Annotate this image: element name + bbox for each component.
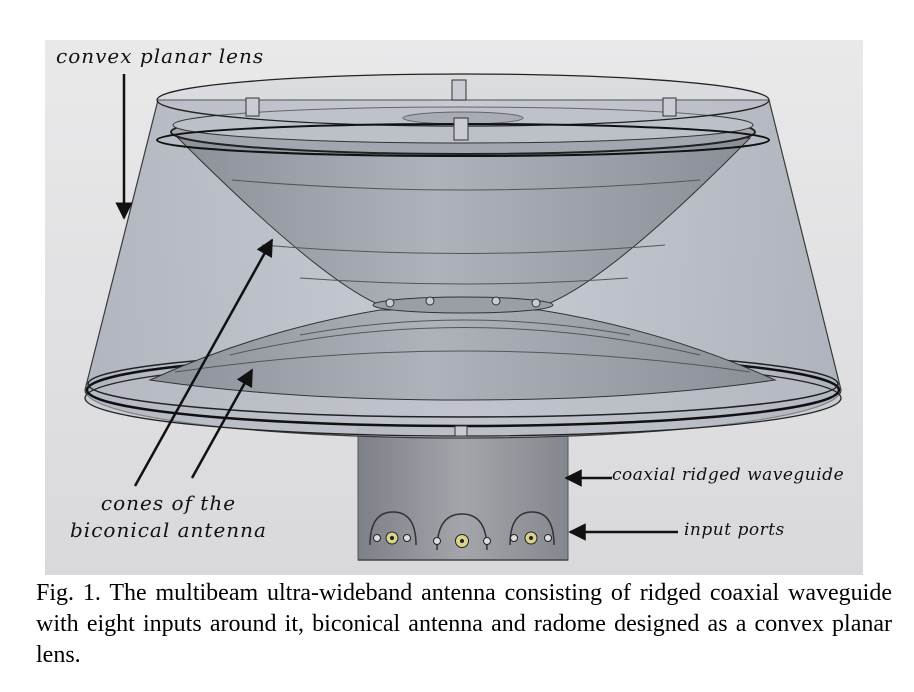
input-port-center xyxy=(433,513,491,551)
figure-caption: Fig. 1. The multibeam ultra-wideband ant… xyxy=(36,580,892,668)
support-pegs xyxy=(245,79,677,437)
label-cones: cones of the biconical antenna xyxy=(70,490,267,544)
label-cones-line2: biconical antenna xyxy=(70,518,267,542)
input-port-right xyxy=(509,511,555,546)
cone-arrow-upper xyxy=(133,238,274,487)
antenna-diagram xyxy=(45,40,863,575)
input-port-left xyxy=(369,511,417,546)
label-coaxial-ridged-waveguide: coaxial ridged waveguide xyxy=(612,465,845,485)
label-input-ports: input ports xyxy=(684,520,785,540)
cone-arrow-lower xyxy=(190,368,254,479)
upper-cone xyxy=(176,137,752,314)
label-cones-line1: cones of the xyxy=(100,491,237,515)
label-convex-planar-lens: convex planar lens xyxy=(56,44,265,68)
lower-cone xyxy=(148,309,777,401)
label-arrows xyxy=(115,74,678,541)
